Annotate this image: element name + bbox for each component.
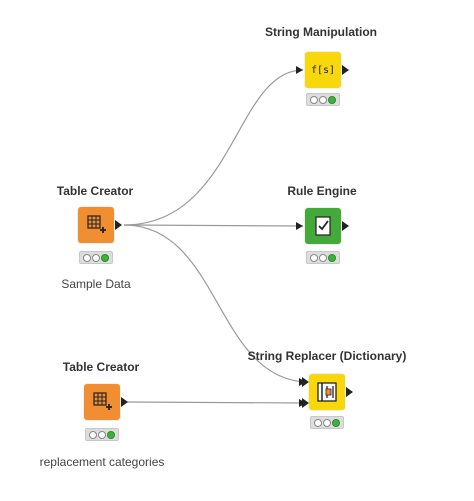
table-plus-icon xyxy=(93,392,112,410)
node-status-lights xyxy=(306,93,340,106)
node-status-lights xyxy=(306,251,340,264)
node-status-lights xyxy=(85,428,119,441)
wire-arrow-rule-engine xyxy=(296,222,303,230)
node-label-sample-data[interactable]: Sample Data xyxy=(61,277,131,291)
string-function-icon: f[s] xyxy=(310,64,336,76)
rule-engine-node[interactable] xyxy=(305,208,341,244)
wire-table-to-string-manipulation[interactable] xyxy=(123,69,304,226)
status-light-off xyxy=(314,418,322,427)
table-creator-node[interactable] xyxy=(84,384,120,420)
status-light-off xyxy=(319,95,327,104)
output-port[interactable] xyxy=(346,387,353,397)
status-light-green xyxy=(332,418,340,427)
status-light-off xyxy=(98,430,106,439)
wire-table-to-rule-engine[interactable] xyxy=(123,224,304,227)
string-manipulation-node[interactable]: f[s] xyxy=(305,52,341,88)
status-light-off xyxy=(310,253,318,262)
status-light-off xyxy=(310,95,318,104)
node-status-lights xyxy=(310,416,344,429)
status-light-off xyxy=(319,253,327,262)
output-port[interactable] xyxy=(342,65,349,75)
status-light-green xyxy=(101,253,109,262)
status-light-green xyxy=(328,253,336,262)
node-label-replacement-categories[interactable]: replacement categories xyxy=(39,455,165,469)
node-title-string-manipulation: String Manipulation xyxy=(265,25,377,39)
status-light-green xyxy=(328,95,336,104)
wire-replacement-to-string-replacer-bottom[interactable] xyxy=(125,401,307,404)
output-port[interactable] xyxy=(115,220,122,230)
status-light-off xyxy=(83,253,91,262)
node-status-lights xyxy=(79,251,113,264)
dictionary-replace-icon xyxy=(317,382,337,402)
rule-document-check-icon xyxy=(315,216,331,236)
table-creator-node[interactable] xyxy=(78,207,114,243)
status-light-off xyxy=(92,253,100,262)
input-port-top[interactable] xyxy=(302,377,309,387)
node-title-string-replacer: String Replacer (Dictionary) xyxy=(247,349,407,363)
wire-table-to-string-replacer-top[interactable] xyxy=(123,224,307,383)
status-light-off xyxy=(89,430,97,439)
node-title-rule-engine: Rule Engine xyxy=(287,184,357,198)
output-port[interactable] xyxy=(342,221,349,231)
status-light-green xyxy=(107,430,115,439)
output-port[interactable] xyxy=(121,397,128,407)
table-plus-icon xyxy=(87,215,106,233)
node-title-table-creator: Table Creator xyxy=(62,360,140,374)
wire-arrow-string-manipulation xyxy=(296,66,303,74)
node-title-table-creator: Table Creator xyxy=(56,184,134,198)
string-replacer-dictionary-node[interactable] xyxy=(309,374,345,410)
input-port-bottom[interactable] xyxy=(302,398,309,408)
status-light-off xyxy=(323,418,331,427)
